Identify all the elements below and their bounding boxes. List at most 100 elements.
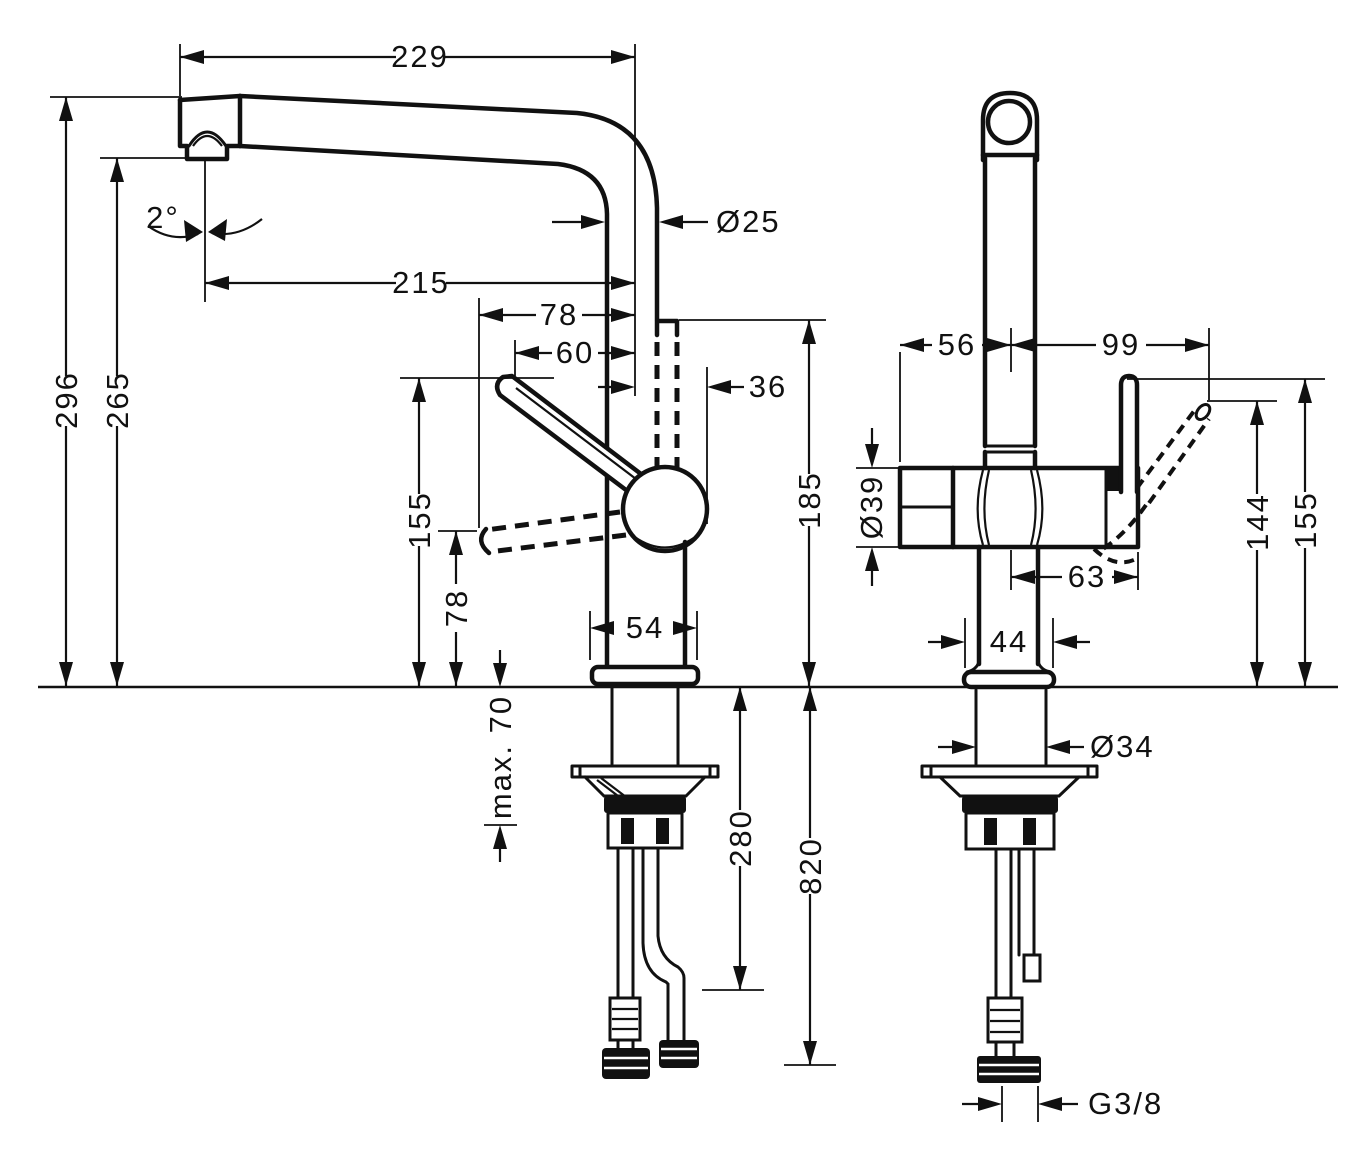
dim-dia39: Ø39 bbox=[854, 428, 898, 586]
swivel-grooves bbox=[976, 469, 1044, 546]
dim-229: 229 bbox=[179, 39, 636, 396]
side-handle-dashed-c bbox=[1098, 503, 1148, 553]
dim-155-side: 155 bbox=[1127, 378, 1325, 686]
hose-nut-right bbox=[659, 1040, 699, 1068]
dim-229-label: 229 bbox=[391, 39, 449, 74]
side-handle-dashed-arc bbox=[1092, 547, 1139, 565]
spout-head-left-aerator bbox=[177, 97, 243, 162]
dim-144: 144 bbox=[1207, 400, 1277, 686]
dim-dia39-label: Ø39 bbox=[854, 475, 889, 540]
stabilizer-plate bbox=[570, 764, 720, 779]
dim-265: 265 bbox=[100, 157, 192, 686]
dim-44-label: 44 bbox=[990, 624, 1028, 659]
hose-nut-right-ribs bbox=[661, 1047, 697, 1060]
hose-nut-left bbox=[602, 1048, 650, 1079]
side-dimensions: 56 99 Ø39 bbox=[854, 327, 1325, 1122]
handle-lever-highlight bbox=[515, 387, 637, 480]
side-hose-connector-ribs bbox=[990, 1008, 1020, 1034]
handle-down-tip-cap bbox=[479, 526, 492, 556]
dim-max70-label: max. 70 bbox=[483, 695, 518, 819]
joint-ball-inner-arc bbox=[631, 534, 699, 549]
side-hose-nut bbox=[977, 1056, 1041, 1083]
front-view: 229 296 265 bbox=[49, 39, 836, 1079]
dim-54-label: 54 bbox=[626, 610, 664, 645]
gasket-ring bbox=[604, 796, 686, 813]
side-hose-stub bbox=[994, 1040, 1016, 1058]
spout-end-profile bbox=[980, 90, 1040, 163]
side-base-column bbox=[976, 544, 1041, 667]
base-flange bbox=[589, 664, 701, 687]
dim-296: 296 bbox=[49, 96, 182, 686]
spout-end-circle bbox=[985, 98, 1033, 146]
dim-dia25-label: Ø25 bbox=[716, 204, 781, 239]
side-faucet-outline bbox=[897, 90, 1212, 690]
front-dimensions: 229 296 265 bbox=[49, 39, 836, 1066]
dim-44: 44 bbox=[928, 618, 1090, 668]
dim-155-side-label: 155 bbox=[1288, 491, 1323, 549]
side-mounting-bracket bbox=[964, 811, 1056, 851]
front-under-counter bbox=[570, 686, 720, 1079]
hose-connector-ribs bbox=[612, 1007, 638, 1031]
dim-185: 185 bbox=[679, 319, 827, 686]
handle-lever bbox=[494, 373, 648, 499]
dim-265-label: 265 bbox=[100, 371, 135, 429]
side-handle-tip-cap bbox=[1194, 402, 1212, 422]
dim-78h-label: 78 bbox=[540, 297, 578, 332]
side-bracket-screw-right bbox=[1023, 818, 1036, 845]
dim-60: 60 bbox=[514, 335, 635, 376]
side-supply-hoses bbox=[994, 847, 1036, 1000]
dim-dia34-label: Ø34 bbox=[1090, 729, 1155, 764]
dim-56: 56 bbox=[899, 327, 1012, 462]
dim-g38-label: G3/8 bbox=[1088, 1086, 1163, 1121]
dim-78v-label: 78 bbox=[439, 589, 474, 627]
cartridge-body bbox=[897, 465, 1141, 550]
dim-296-label: 296 bbox=[49, 371, 84, 429]
spout-dome-outer bbox=[187, 130, 228, 148]
side-under-counter bbox=[920, 688, 1099, 1083]
clamp-wedge bbox=[596, 777, 627, 800]
bracket-screw-left bbox=[621, 818, 634, 844]
dim-99-label: 99 bbox=[1102, 327, 1140, 362]
side-view: 56 99 Ø39 bbox=[854, 90, 1325, 1122]
dim-78h: 78 bbox=[478, 297, 635, 528]
side-hose-nut-ribs bbox=[979, 1063, 1039, 1076]
side-stabilizer-plate bbox=[920, 764, 1099, 779]
supply-hose-right-a bbox=[641, 846, 670, 1044]
dim-99: 99 bbox=[1011, 327, 1210, 400]
dim-155-front-label: 155 bbox=[402, 491, 437, 549]
spout-head-top bbox=[177, 93, 243, 103]
dim-215: 215 bbox=[205, 265, 635, 300]
dim-angle-label: 2° bbox=[146, 200, 180, 235]
handle-up-step bbox=[654, 318, 680, 338]
side-mounting-shank bbox=[974, 688, 1048, 766]
dim-angle-2deg: 2° bbox=[146, 160, 263, 302]
handle-down-dashed-top bbox=[485, 509, 621, 533]
side-plate-taper bbox=[938, 775, 1081, 798]
side-hose-tab bbox=[1022, 953, 1042, 983]
dim-60-label: 60 bbox=[556, 335, 594, 370]
dim-56-label: 56 bbox=[938, 327, 976, 362]
spout-arm-inner-column-left bbox=[237, 143, 610, 670]
bracket-screw-right bbox=[656, 818, 669, 844]
dim-63-label: 63 bbox=[1068, 559, 1106, 594]
side-column-lower bbox=[982, 449, 1038, 471]
dim-280-label: 280 bbox=[723, 809, 758, 867]
dim-155-front: 155 bbox=[400, 377, 554, 686]
dim-280: 280 bbox=[702, 687, 764, 991]
dim-820: 820 bbox=[784, 687, 836, 1066]
side-column bbox=[982, 155, 1038, 449]
dim-144-label: 144 bbox=[1240, 493, 1275, 551]
side-handle-lever bbox=[1118, 373, 1140, 495]
handle-down-dashed-bottom bbox=[488, 532, 627, 555]
dim-max70: max. 70 bbox=[483, 650, 518, 862]
dim-36-label: 36 bbox=[749, 369, 787, 404]
dim-185-label: 185 bbox=[792, 471, 827, 529]
side-handle-dashed-a bbox=[1135, 405, 1199, 490]
dim-36: 36 bbox=[598, 367, 787, 524]
dim-dia34: Ø34 bbox=[938, 729, 1155, 764]
spout-dome-inner bbox=[192, 134, 223, 147]
dim-54: 54 bbox=[589, 610, 698, 660]
dim-63: 63 bbox=[1010, 550, 1139, 594]
